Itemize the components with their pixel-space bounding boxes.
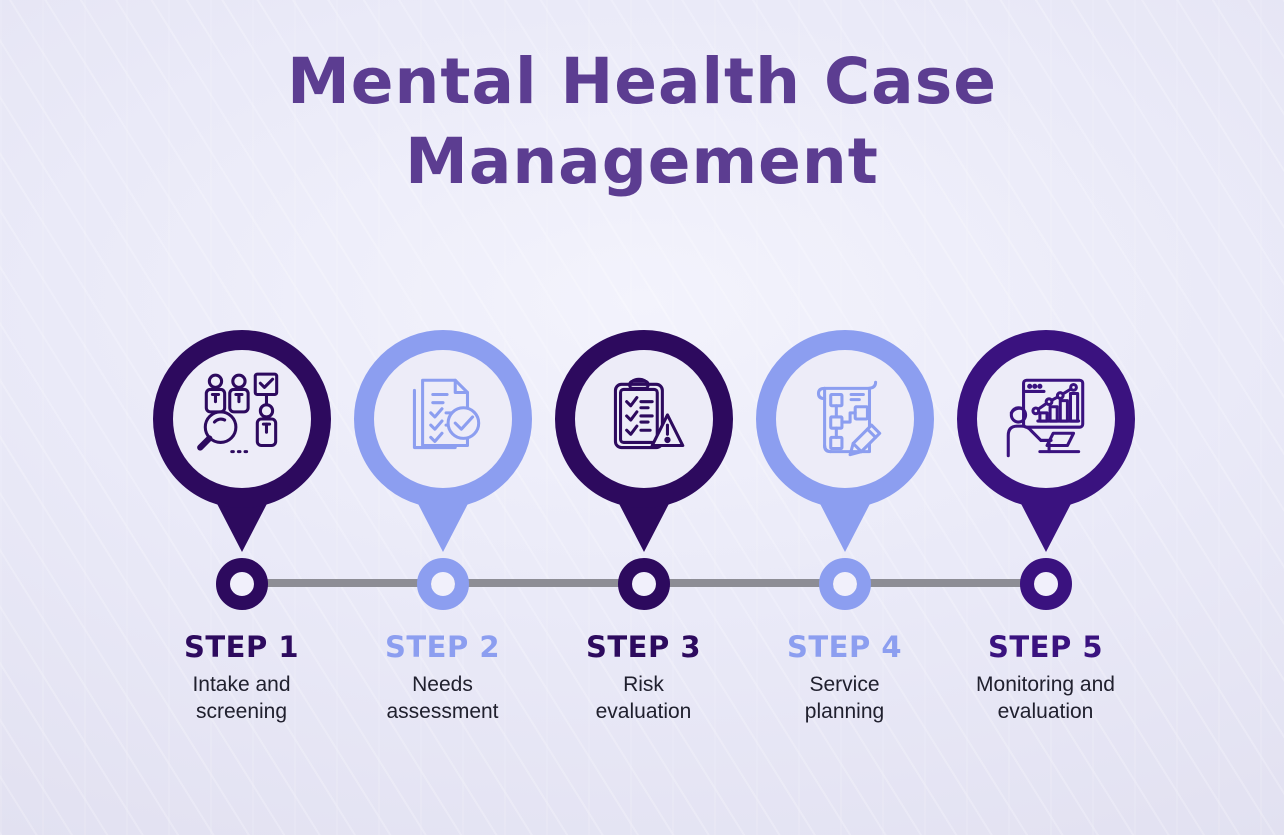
service-planning-flowchart-pencil-icon — [816, 380, 881, 457]
step-4-description: Service planning — [804, 673, 885, 723]
page-title-line2: Management — [405, 125, 879, 198]
step-3-description: Risk evaluation — [595, 673, 692, 723]
monitoring-evaluation-analytics-icon — [1006, 378, 1084, 458]
step-4-column: STEP 4 Service planning — [744, 330, 945, 760]
step-3-timeline-node — [617, 558, 670, 610]
step-3-pin-circle — [554, 330, 733, 508]
step-3-label: STEP 3 — [585, 630, 701, 664]
step-4-timeline-node — [818, 558, 871, 610]
step-3-column: STEP 3 Risk evaluation — [543, 330, 744, 760]
step-1-column: STEP 1 Intake and screening — [141, 330, 342, 760]
needs-assessment-checklist-icon — [412, 378, 480, 450]
step-5-column: STEP 5 Monitoring and evaluation — [945, 330, 1146, 760]
step-2-pin-circle — [353, 330, 532, 508]
risk-evaluation-clipboard-warning-icon — [613, 377, 684, 450]
page-title: Mental Health Case Management — [0, 42, 1284, 202]
step-2-label: STEP 2 — [384, 630, 500, 664]
step-2-description: Needs assessment — [386, 673, 499, 723]
step-4-label: STEP 4 — [786, 630, 902, 664]
page-title-line1: Mental Health Case — [287, 45, 997, 118]
intake-screening-people-search-icon — [196, 372, 278, 454]
step-1-description: Intake and screening — [192, 673, 291, 723]
step-4-pin-circle — [755, 330, 934, 508]
step-1-pin-circle — [152, 330, 331, 508]
step-2-timeline-node — [416, 558, 469, 610]
step-5-timeline-node — [1019, 558, 1072, 610]
step-5-pin-circle — [956, 330, 1135, 508]
step-1-timeline-node — [215, 558, 268, 610]
step-2-column: STEP 2 Needs assessment — [342, 330, 543, 760]
step-5-label: STEP 5 — [987, 630, 1103, 664]
timeline-steps: STEP 1 Intake and screening STEP 2 — [141, 330, 1146, 760]
step-1-label: STEP 1 — [183, 630, 299, 664]
step-5-description: Monitoring and evaluation — [976, 673, 1115, 723]
